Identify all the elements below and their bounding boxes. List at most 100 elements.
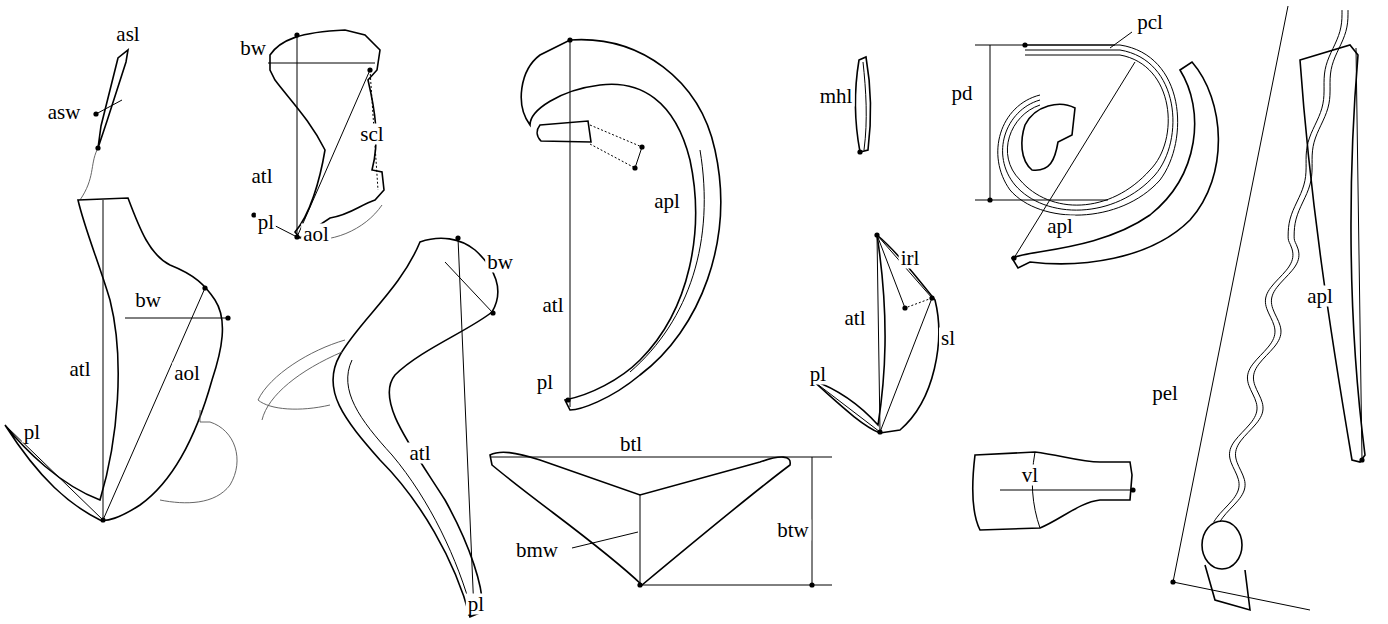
measure-line (1173, 6, 1288, 582)
measure-line (812, 380, 880, 432)
dimension-label: bw (238, 38, 268, 59)
point (639, 144, 644, 149)
point (367, 67, 372, 72)
point (455, 235, 460, 240)
point (857, 149, 862, 154)
spiral-figure (975, 32, 1218, 268)
point (929, 295, 934, 300)
outline (258, 340, 345, 420)
duct-outline (1220, 10, 1348, 522)
dimension-label: sl (939, 328, 957, 349)
dimension-label: atl (68, 359, 93, 380)
measure-line (1014, 62, 1135, 258)
dimension-label: atl (843, 308, 868, 329)
outline (1205, 565, 1250, 610)
point (1130, 487, 1135, 492)
dimension-label: apl (1045, 216, 1075, 237)
small-piece-figure (855, 57, 870, 155)
dimension-label: pl (535, 372, 555, 393)
measure-line (635, 147, 642, 168)
point (632, 165, 637, 170)
point (809, 582, 814, 587)
dimension-label: atl (541, 295, 566, 316)
point (225, 315, 230, 320)
dimension-label: scl (358, 124, 385, 145)
duct-outline (1214, 10, 1342, 522)
measure-line (590, 144, 635, 168)
shell-figure-4 (521, 37, 720, 410)
point (93, 111, 98, 116)
point (877, 429, 882, 434)
outline (855, 57, 870, 152)
outline (348, 360, 472, 612)
dimension-label: aol (172, 363, 202, 384)
point (1359, 457, 1364, 462)
measure-line (1173, 582, 1310, 610)
measure-line (297, 70, 370, 237)
dimension-label: pl (466, 594, 486, 615)
measure-line (1000, 452, 1133, 528)
outline (812, 235, 939, 433)
measure-line (642, 585, 832, 586)
dimension-label: pel (1150, 383, 1180, 404)
point (565, 397, 570, 402)
dimension-label: btw (775, 520, 811, 541)
outline (1300, 45, 1365, 462)
point (95, 145, 100, 150)
measure-line (790, 457, 832, 458)
point (637, 582, 642, 587)
measure-line (880, 298, 932, 432)
dimension-label: bmw (514, 540, 560, 561)
point (1011, 255, 1016, 260)
measure-line (590, 125, 642, 147)
measure-line (990, 45, 991, 200)
measure-line (297, 35, 298, 237)
measure-line (125, 318, 228, 319)
point (294, 234, 299, 239)
dimension-label: atl (250, 166, 275, 187)
measure-line (812, 457, 813, 585)
measure-line (458, 238, 474, 612)
measure-line (877, 235, 905, 308)
measure-line (570, 40, 571, 407)
outline (537, 121, 591, 142)
measure-line (640, 495, 641, 585)
measure-line (103, 200, 104, 520)
coil-strand (998, 45, 1178, 215)
dimension-label: bw (133, 290, 163, 311)
tube-figure (973, 452, 1136, 530)
dimension-label: aol (301, 224, 331, 245)
point (294, 32, 299, 37)
point (490, 310, 495, 315)
dimension-label: pcl (1135, 12, 1165, 33)
dimension-label: asl (114, 24, 141, 45)
shell-figure-3 (258, 235, 498, 617)
point (987, 197, 992, 202)
measure-line (975, 200, 1108, 201)
dimension-label: irl (899, 248, 922, 269)
outline (98, 50, 128, 148)
measure-line (877, 235, 932, 298)
dimension-label: btl (618, 434, 644, 455)
dimension-label: vl (1020, 465, 1040, 486)
shell-figure-1 (5, 50, 237, 523)
dimension-label: asw (46, 102, 83, 123)
point (874, 232, 879, 237)
outline (1202, 521, 1242, 569)
measure-line (905, 298, 932, 308)
outline (521, 40, 720, 410)
outline (973, 452, 1132, 530)
point (1170, 579, 1175, 584)
measure-line (268, 63, 375, 64)
measure-line (6, 426, 103, 520)
outline (1022, 104, 1075, 170)
coil-strand (1003, 50, 1173, 210)
dimension-label: apl (1305, 286, 1335, 307)
measure-line (96, 100, 122, 114)
outline (630, 150, 704, 372)
measure-line (877, 235, 880, 432)
dimension-label: apl (652, 191, 682, 212)
outline (5, 198, 222, 520)
